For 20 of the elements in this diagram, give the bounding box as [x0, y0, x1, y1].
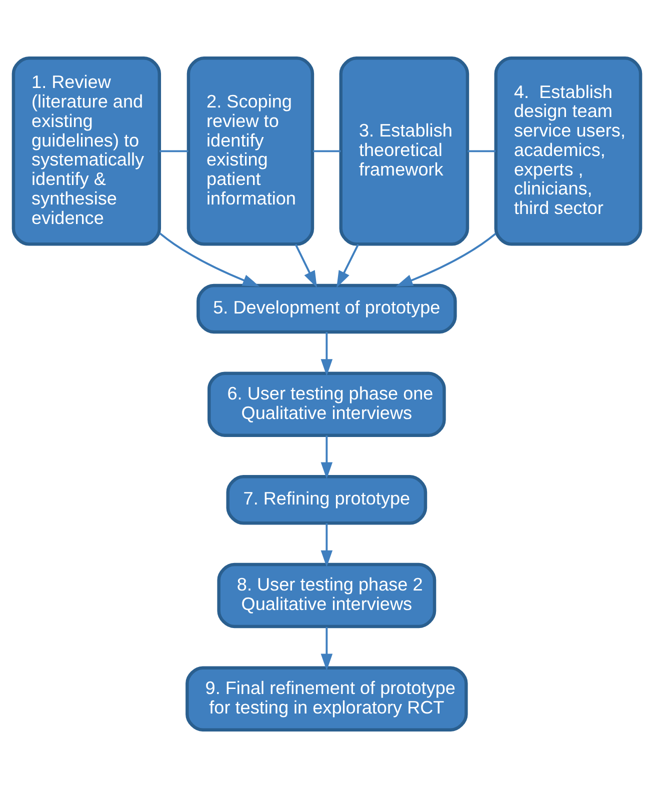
connector	[159, 150, 188, 152]
node-box: 3. Establish theoretical framework	[339, 56, 470, 246]
node-box: 2. Scoping review to identify existing patient information	[186, 56, 314, 246]
arrow	[320, 435, 333, 479]
arrow	[336, 243, 360, 288]
arrow	[294, 243, 317, 288]
node-box: 7. Refining prototype	[226, 474, 428, 524]
connector	[312, 150, 341, 152]
arrow	[396, 232, 496, 286]
node-box: 1. Review (literature and existing guidelines) to systematically identify & synthesise evidence	[12, 56, 162, 246]
arrow	[320, 332, 333, 376]
arrow	[320, 522, 333, 567]
arrow	[159, 232, 260, 286]
arrow	[320, 626, 333, 670]
node-box: 6. User testing phase one Qualitative interviews	[208, 371, 446, 436]
node-box: 4. Establish design team service users, academics, experts , clinicians, third sector	[494, 56, 642, 246]
node-box: 5. Development of prototype	[196, 283, 457, 334]
connector	[468, 150, 496, 152]
node-box: 9. Final refinement of prototype for testing in exploratory RCT	[186, 666, 468, 731]
node-box: 8. User testing phase 2 Qualitative interviews	[217, 562, 436, 628]
